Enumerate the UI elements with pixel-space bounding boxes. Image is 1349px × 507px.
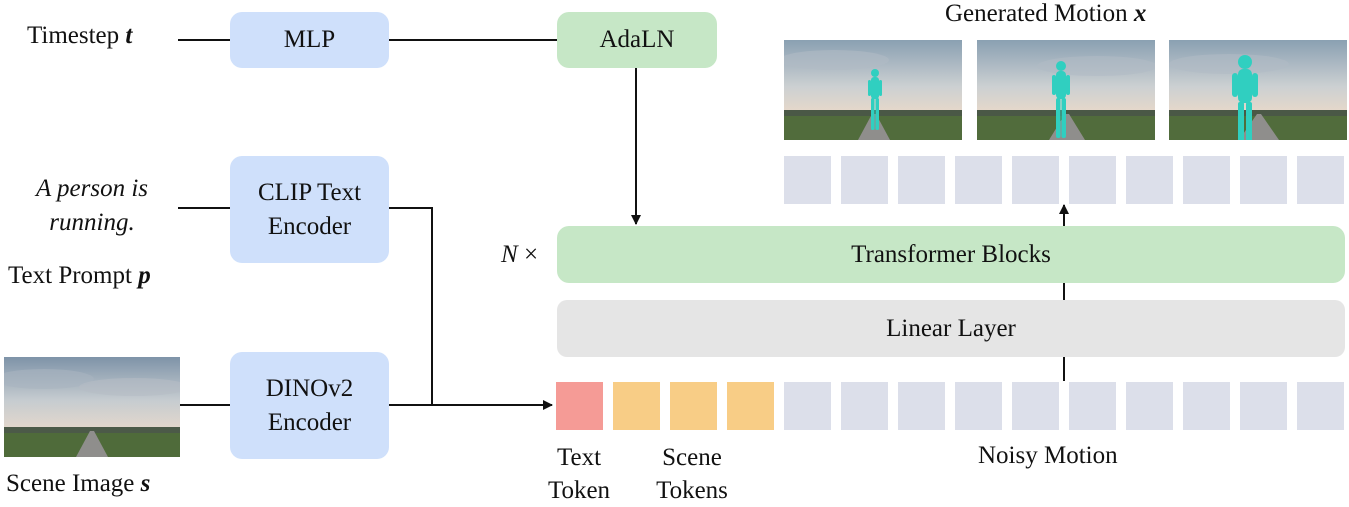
output-token bbox=[898, 156, 945, 204]
output-token bbox=[1012, 156, 1059, 204]
wire-clip-merge bbox=[389, 207, 433, 405]
output-token bbox=[1297, 156, 1344, 204]
scene-image-label: Scene Image s bbox=[6, 470, 151, 497]
transformer-blocks: Transformer Blocks bbox=[557, 226, 1345, 283]
adaln-block: AdaLN bbox=[557, 12, 717, 68]
output-token bbox=[955, 156, 1002, 204]
output-token bbox=[1183, 156, 1230, 204]
output-token bbox=[1069, 156, 1116, 204]
output-token bbox=[784, 156, 831, 204]
output-token bbox=[1126, 156, 1173, 204]
noisy-motion-label: Noisy Motion bbox=[978, 442, 1118, 469]
noisy-motion-token bbox=[1069, 382, 1116, 430]
motion-frame-2 bbox=[977, 40, 1155, 140]
generated-motion-label: Generated Motion x bbox=[945, 0, 1147, 27]
scene-token bbox=[727, 382, 774, 430]
text-prompt-label: Text Prompt p bbox=[8, 262, 151, 289]
noisy-motion-token bbox=[784, 382, 831, 430]
scene-token bbox=[670, 382, 717, 430]
timestep-label: Timestep t bbox=[27, 22, 133, 49]
scene-image bbox=[4, 357, 180, 457]
noisy-motion-token bbox=[1240, 382, 1287, 430]
noisy-motion-token bbox=[1297, 382, 1344, 430]
noisy-motion-token bbox=[1183, 382, 1230, 430]
noisy-motion-token bbox=[955, 382, 1002, 430]
output-token bbox=[841, 156, 888, 204]
noisy-motion-token bbox=[1012, 382, 1059, 430]
motion-frame-3 bbox=[1169, 40, 1347, 140]
motion-frame-1 bbox=[784, 40, 962, 140]
noisy-motion-token bbox=[841, 382, 888, 430]
text-token bbox=[556, 382, 603, 430]
scene-token bbox=[613, 382, 660, 430]
noisy-motion-token bbox=[1126, 382, 1173, 430]
output-token bbox=[1240, 156, 1287, 204]
linear-layer: Linear Layer bbox=[557, 300, 1345, 357]
repeat-n-label: N × bbox=[501, 241, 539, 268]
noisy-motion-token bbox=[898, 382, 945, 430]
mlp-block: MLP bbox=[230, 12, 389, 68]
